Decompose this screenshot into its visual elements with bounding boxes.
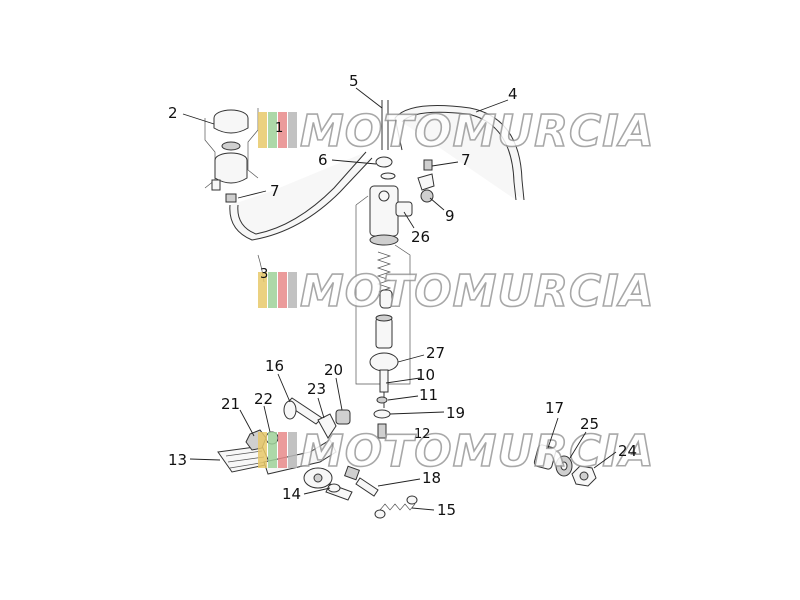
callout-11: 11 — [419, 386, 438, 404]
callout-19: 19 — [446, 404, 465, 422]
watermark-top: MOTOMURCIA — [258, 105, 655, 158]
watermark-text: MOTOMURCIA — [300, 266, 655, 317]
callout-25: 25 — [580, 415, 599, 433]
callout-23: 23 — [307, 380, 326, 398]
callout-3: 3 — [260, 267, 268, 282]
callout-2: 2 — [168, 104, 178, 122]
spring-and-piston — [375, 251, 393, 349]
callout-13: 13 — [168, 451, 187, 469]
callout-16: 16 — [265, 357, 284, 375]
watermark-text: MOTOMURCIA — [300, 426, 655, 477]
leader-lines — [182, 87, 617, 511]
clevis-bolt-spring — [325, 465, 418, 519]
watermark-middle: MOTOMURCIA — [258, 265, 655, 318]
callout-21: 21 — [221, 395, 240, 413]
callout-27: 27 — [426, 344, 445, 362]
callout-22: 22 — [254, 390, 273, 408]
master-cylinder — [369, 185, 413, 246]
callout-7: 7 — [461, 151, 471, 169]
reservoir-assembly — [204, 108, 259, 203]
watermark-bottom: MOTOMURCIA — [258, 425, 655, 478]
callout-labels: 2 5 4 6 7 7 9 26 27 10 11 19 16 20 23 21… — [168, 72, 637, 519]
callout-24: 24 — [618, 442, 637, 460]
callout-20: 20 — [324, 361, 343, 379]
callout-17: 17 — [545, 399, 564, 417]
callout-10: 10 — [416, 366, 435, 384]
callout-18: 18 — [422, 469, 441, 487]
callout-26: 26 — [411, 228, 430, 246]
callout-5: 5 — [349, 72, 359, 90]
callout-15: 15 — [437, 501, 456, 519]
upper-brake-hose — [381, 100, 525, 201]
callout-1: 1 — [275, 121, 283, 136]
callout-7: 7 — [270, 182, 280, 200]
watermark-text: MOTOMURCIA — [300, 106, 655, 157]
callout-6: 6 — [318, 151, 328, 169]
bushing-washer-nut — [533, 444, 597, 487]
callout-9: 9 — [445, 207, 455, 225]
callout-14: 14 — [282, 485, 301, 503]
callout-4: 4 — [508, 85, 518, 103]
inner-parts-bracket — [355, 205, 411, 385]
reservoir-hose — [229, 151, 373, 283]
callout-12: 12 — [414, 427, 431, 442]
pushrod-assembly — [369, 352, 399, 439]
banjo-fittings — [375, 156, 435, 203]
